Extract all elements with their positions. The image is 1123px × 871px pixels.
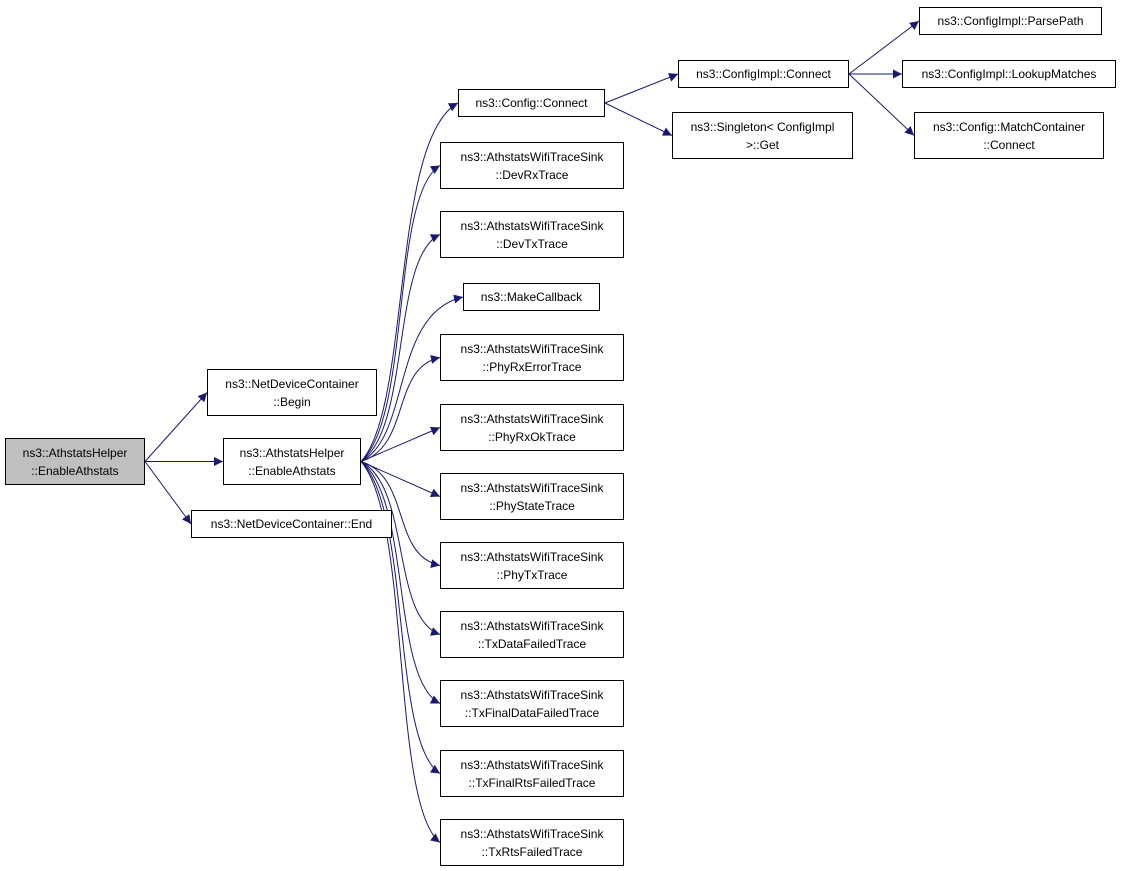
- node-label-line: ns3::MakeCallback: [480, 290, 583, 304]
- node-label-line: ns3::NetDeviceContainer: [225, 376, 359, 391]
- node-label-line: ::PhyStateTrace: [489, 498, 575, 513]
- node-phy-rx-error[interactable]: ns3::AthstatsWifiTraceSink::PhyRxErrorTr…: [440, 334, 624, 381]
- node-label-line: ns3::ConfigImpl::ParsePath: [937, 14, 1084, 28]
- edge-config-connect-to-cfgimpl-connect: [604, 73, 679, 104]
- node-lookup-matches[interactable]: ns3::ConfigImpl::LookupMatches: [902, 60, 1116, 88]
- node-label-line: ::TxDataFailedTrace: [477, 636, 587, 651]
- edge-config-connect-to-singleton-get: [604, 102, 673, 136]
- node-label-line: ns3::ConfigImpl::LookupMatches: [921, 67, 1097, 81]
- edge-cfgimpl-connect-to-match-container-connect: [848, 73, 915, 136]
- node-label-line: ::TxFinalRtsFailedTrace: [468, 775, 596, 790]
- node-make-callback[interactable]: ns3::MakeCallback: [463, 283, 600, 311]
- node-label-line: ns3::AthstatsHelper: [239, 445, 345, 460]
- node-label-line: ns3::AthstatsHelper: [22, 445, 128, 460]
- edge-enable-mid-to-config-connect: [360, 102, 459, 462]
- node-label-line: ::PhyRxErrorTrace: [482, 359, 582, 374]
- edge-enable-root-to-ndc-begin: [144, 392, 208, 462]
- node-label-line: ns3::ConfigImpl::Connect: [696, 67, 831, 81]
- node-dev-rx[interactable]: ns3::AthstatsWifiTraceSink::DevRxTrace: [440, 142, 624, 189]
- node-label-line: ns3::Singleton< ConfigImpl: [690, 119, 835, 134]
- node-label-line: ::DevRxTrace: [495, 167, 569, 182]
- node-phy-state[interactable]: ns3::AthstatsWifiTraceSink::PhyStateTrac…: [440, 473, 624, 520]
- node-dev-tx[interactable]: ns3::AthstatsWifiTraceSink::DevTxTrace: [440, 211, 624, 258]
- node-enable-root[interactable]: ns3::AthstatsHelper::EnableAthstats: [5, 438, 145, 485]
- node-label-line: ::Connect: [983, 137, 1035, 152]
- edge-enable-mid-to-dev-rx: [360, 165, 441, 462]
- node-tx-rts-failed[interactable]: ns3::AthstatsWifiTraceSink::TxRtsFailedT…: [440, 819, 624, 866]
- node-enable-mid[interactable]: ns3::AthstatsHelper::EnableAthstats: [223, 438, 361, 485]
- node-label-line: ns3::AthstatsWifiTraceSink: [460, 757, 604, 772]
- node-label-line: ns3::Config::Connect: [475, 96, 588, 110]
- node-label-line: ::TxRtsFailedTrace: [481, 844, 583, 859]
- edge-enable-mid-to-dev-tx: [360, 234, 441, 462]
- edge-enable-mid-to-tx-data-failed: [360, 461, 441, 636]
- edge-enable-mid-to-phy-state: [360, 461, 441, 497]
- node-label-line: ns3::AthstatsWifiTraceSink: [460, 549, 604, 564]
- node-label-line: ::DevTxTrace: [496, 236, 568, 251]
- node-label-line: ns3::AthstatsWifiTraceSink: [460, 480, 604, 495]
- node-ndc-end[interactable]: ns3::NetDeviceContainer::End: [191, 510, 392, 538]
- node-label-line: ns3::AthstatsWifiTraceSink: [460, 341, 604, 356]
- edge-enable-mid-to-phy-tx: [360, 461, 441, 569]
- node-ndc-begin[interactable]: ns3::NetDeviceContainer::Begin: [207, 369, 377, 416]
- node-label-line: ::TxFinalDataFailedTrace: [464, 705, 600, 720]
- node-label-line: ::Begin: [273, 394, 311, 409]
- edge-enable-mid-to-tx-final-data-failed: [360, 461, 441, 704]
- node-singleton-get[interactable]: ns3::Singleton< ConfigImpl>::Get: [672, 112, 853, 159]
- edge-enable-mid-to-make-callback: [360, 294, 464, 462]
- node-label-line: ns3::AthstatsWifiTraceSink: [460, 218, 604, 233]
- node-label-line: ::EnableAthstats: [248, 463, 336, 478]
- node-label-line: ns3::AthstatsWifiTraceSink: [460, 687, 604, 702]
- node-config-connect[interactable]: ns3::Config::Connect: [458, 89, 605, 117]
- node-label-line: ns3::AthstatsWifiTraceSink: [460, 411, 604, 426]
- node-tx-data-failed[interactable]: ns3::AthstatsWifiTraceSink::TxDataFailed…: [440, 611, 624, 658]
- node-tx-final-rts-failed[interactable]: ns3::AthstatsWifiTraceSink::TxFinalRtsFa…: [440, 750, 624, 797]
- edge-enable-mid-to-tx-rts-failed: [360, 461, 441, 843]
- node-label-line: ns3::Config::MatchContainer: [932, 119, 1086, 134]
- node-parse-path[interactable]: ns3::ConfigImpl::ParsePath: [919, 7, 1102, 35]
- node-label-line: >::Get: [745, 137, 780, 152]
- node-tx-final-data-failed[interactable]: ns3::AthstatsWifiTraceSink::TxFinalDataF…: [440, 680, 624, 727]
- node-label-line: ns3::AthstatsWifiTraceSink: [460, 618, 604, 633]
- node-match-container-connect[interactable]: ns3::Config::MatchContainer::Connect: [914, 112, 1104, 159]
- node-cfgimpl-connect[interactable]: ns3::ConfigImpl::Connect: [678, 60, 849, 88]
- node-label-line: ns3::AthstatsWifiTraceSink: [460, 149, 604, 164]
- edge-enable-mid-to-tx-final-rts-failed: [360, 461, 441, 774]
- edge-cfgimpl-connect-to-parse-path: [848, 20, 920, 75]
- node-phy-rx-ok[interactable]: ns3::AthstatsWifiTraceSink::PhyRxOkTrace: [440, 404, 624, 451]
- node-label-line: ns3::NetDeviceContainer::End: [210, 517, 373, 531]
- node-label-line: ::PhyRxOkTrace: [488, 429, 576, 444]
- edge-enable-mid-to-phy-rx-ok: [360, 426, 441, 462]
- node-label-line: ::EnableAthstats: [31, 463, 119, 478]
- node-label-line: ::PhyTxTrace: [496, 567, 568, 582]
- node-label-line: ns3::AthstatsWifiTraceSink: [460, 826, 604, 841]
- edge-enable-root-to-ndc-end: [144, 461, 192, 525]
- edge-enable-mid-to-phy-rx-error: [360, 354, 441, 462]
- node-phy-tx[interactable]: ns3::AthstatsWifiTraceSink::PhyTxTrace: [440, 542, 624, 589]
